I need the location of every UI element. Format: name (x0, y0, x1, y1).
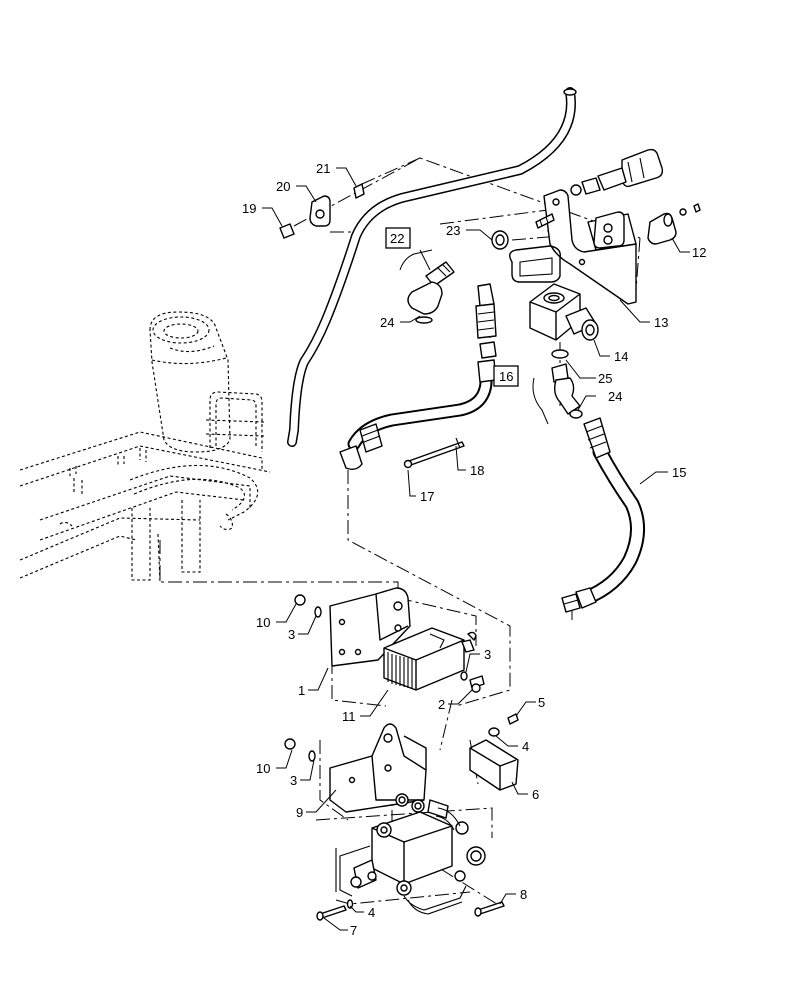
callout-2: 2 (438, 697, 445, 712)
machine-frame (19, 311, 271, 583)
valve-block-14 (529, 283, 599, 341)
callout-3-top: 3 (288, 627, 295, 642)
callout-3-bottom: 3 (290, 773, 297, 788)
callout-13: 13 (654, 315, 668, 330)
callout-17: 17 (420, 489, 434, 504)
callout-4-right: 4 (522, 739, 529, 754)
callout-4-bottom: 4 (368, 905, 375, 920)
callout-16: 16 (499, 369, 513, 384)
callout-18: 18 (470, 463, 484, 478)
callout-22-box (385, 227, 411, 249)
bolts-7-8 (316, 899, 505, 921)
bracket-9 (329, 723, 427, 813)
cooler-11 (383, 627, 477, 691)
callout-labels: 21 20 19 23 22 24 12 13 14 16 25 24 15 1… (242, 161, 706, 938)
bolts-17-18 (403, 437, 465, 469)
bracket-13 (509, 189, 637, 305)
callout-19: 19 (242, 201, 256, 216)
callout-24-right: 24 (608, 389, 622, 404)
callout-11: 11 (342, 709, 356, 724)
callout-21: 21 (316, 161, 330, 176)
callout-20: 20 (276, 179, 290, 194)
callout-10-top: 10 (256, 615, 270, 630)
callout-12: 12 (692, 245, 706, 260)
small-hardware (279, 183, 509, 250)
callout-6: 6 (532, 787, 539, 802)
callout-23: 23 (446, 223, 460, 238)
callout-1: 1 (298, 683, 305, 698)
callout-3-right: 3 (484, 647, 491, 662)
hose-15 (561, 417, 645, 613)
callout-15: 15 (672, 465, 686, 480)
leader-lines (262, 167, 690, 931)
callout-9: 9 (296, 805, 303, 820)
callout-7: 7 (350, 923, 357, 938)
callout-24-top: 24 (380, 315, 394, 330)
callout-10-bottom: 10 (256, 761, 270, 776)
callout-14: 14 (614, 349, 628, 364)
wire-harness (287, 87, 577, 447)
hose-16 (339, 283, 583, 471)
cover-plate-6 (469, 713, 519, 791)
fasteners (284, 594, 485, 762)
callout-5: 5 (538, 695, 545, 710)
callout-22: 22 (390, 231, 404, 246)
elbow-fitting-22 (407, 261, 455, 324)
callout-16-box (493, 365, 519, 387)
callout-8: 8 (520, 887, 527, 902)
pin-12 (647, 203, 701, 245)
sensor-connector (570, 148, 664, 196)
valve-assembly (335, 793, 486, 915)
callout-25: 25 (598, 371, 612, 386)
